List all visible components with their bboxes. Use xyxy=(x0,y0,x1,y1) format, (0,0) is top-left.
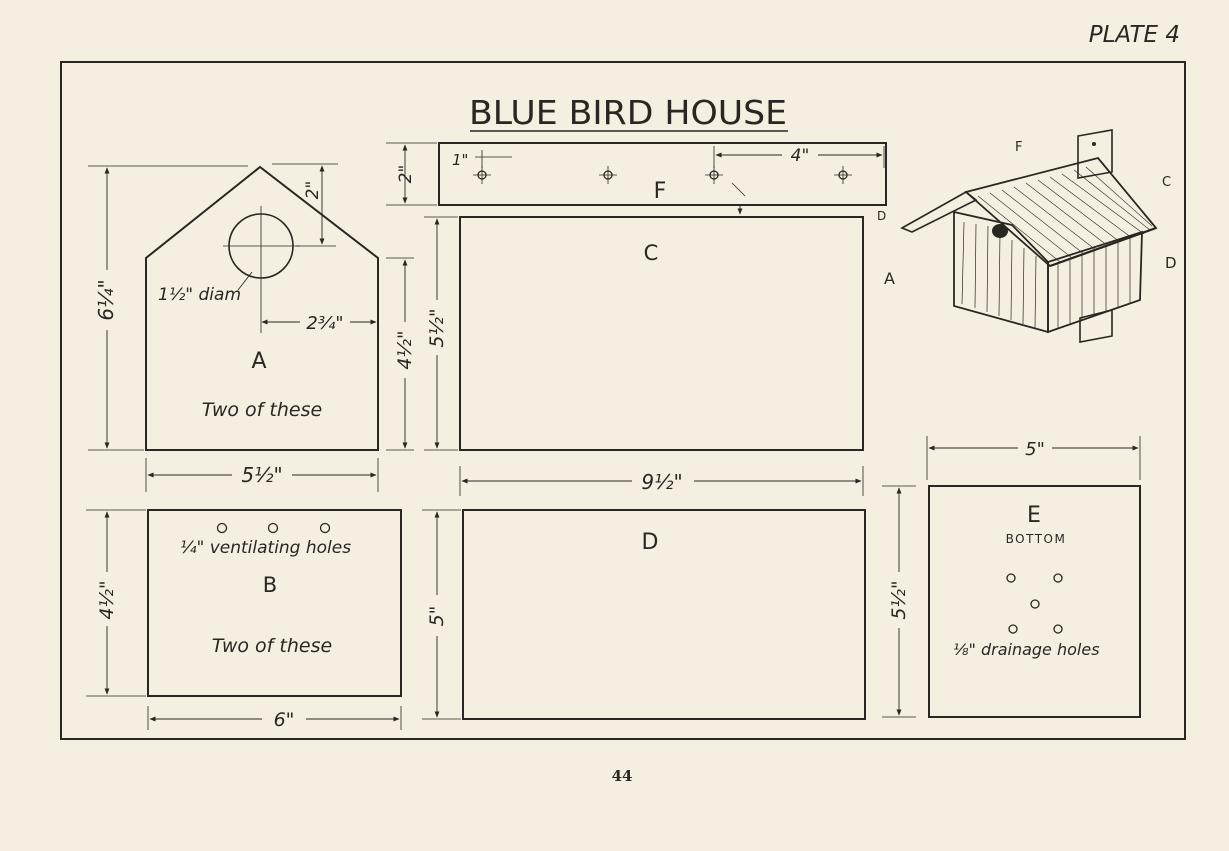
drainage-hole xyxy=(1053,573,1063,583)
plate-label: PLATE 4 xyxy=(1089,22,1180,48)
part-c-outline xyxy=(459,216,864,451)
ventilating-hole xyxy=(267,522,279,534)
sketch-label-a: A xyxy=(884,269,895,288)
post-screw xyxy=(1092,142,1096,146)
dim-f-spacing: 4" xyxy=(791,146,810,166)
drainage-holes-label: ⅛" drainage holes xyxy=(953,640,1100,659)
roof-eave xyxy=(900,191,978,233)
front-wall xyxy=(1047,230,1143,334)
part-b-note: Two of these xyxy=(212,635,332,657)
part-f-outline xyxy=(438,142,887,206)
part-a: 1½" diam 2¾" 2" A Two of these 6¼" 4½" 5… xyxy=(88,163,416,492)
ventilating-holes-label: ¼" ventilating holes xyxy=(180,538,351,558)
drainage-hole xyxy=(1053,624,1063,634)
roof-edge xyxy=(1049,226,1157,268)
dim-f-end: 1" xyxy=(452,151,468,169)
dim-a-width: 5½" xyxy=(241,463,282,487)
sketch-label-f: F xyxy=(1015,140,1022,155)
birdhouse-sketch-icon xyxy=(900,129,1158,343)
wood-grain xyxy=(961,221,1131,329)
dim-e-height: 5½" xyxy=(888,580,910,619)
drainage-hole xyxy=(1008,624,1018,634)
dim-hole-side: 2¾" xyxy=(306,313,343,334)
sketch-entrance-hole xyxy=(992,224,1008,238)
dim-c-width: 9½" xyxy=(641,470,682,494)
dim-b-width: 6" xyxy=(274,709,295,731)
hole-leader xyxy=(237,271,253,291)
part-a-outline xyxy=(145,165,379,451)
hole-diameter-label: 1½" diam xyxy=(158,285,241,305)
roof-shingles xyxy=(977,166,1153,263)
plate-title: BLUE BIRD HOUSE xyxy=(469,93,787,132)
part-a-note: Two of these xyxy=(202,399,322,421)
dim-a-height: 6¼" xyxy=(94,279,118,320)
screw-hole xyxy=(473,166,491,184)
part-d-outline xyxy=(462,509,866,720)
drainage-hole xyxy=(1006,573,1016,583)
sketch-label-d-top: D xyxy=(877,209,886,223)
plate-frame xyxy=(60,61,1186,740)
part-c: C 5½" 9½" xyxy=(424,216,864,496)
part-d-letter: D xyxy=(642,530,659,555)
part-e-outline xyxy=(928,485,1141,718)
dim-c-height: 5½" xyxy=(426,308,448,347)
dim-f-leader xyxy=(731,182,746,197)
part-f: F 1" 4" 2" xyxy=(386,142,887,215)
dim-e-width: 5" xyxy=(1025,439,1045,460)
ventilating-hole xyxy=(319,522,331,534)
screw-hole xyxy=(705,166,723,184)
part-d: D 5" xyxy=(422,509,866,720)
part-c-letter: C xyxy=(644,241,659,265)
part-b: ¼" ventilating holes B Two of these 4½" … xyxy=(86,509,402,731)
dim-hole-top: 2" xyxy=(303,181,323,200)
dim-d-height: 5" xyxy=(426,606,448,627)
part-a-letter: A xyxy=(251,349,266,374)
part-b-letter: B xyxy=(263,573,277,597)
part-f-letter: F xyxy=(654,179,667,204)
drainage-hole xyxy=(1030,599,1040,609)
sketch-label-c: C xyxy=(1162,175,1171,190)
part-e-sublabel: BOTTOM xyxy=(1006,532,1067,546)
ventilating-hole xyxy=(216,522,228,534)
part-e: E BOTTOM ⅛" drainage holes 5" 5½" xyxy=(882,436,1141,718)
page-number: 44 xyxy=(612,767,633,785)
dim-f-height: 2" xyxy=(396,165,416,184)
part-b-outline xyxy=(147,509,402,697)
dim-a-side: 4½" xyxy=(394,330,416,369)
screw-hole xyxy=(599,166,617,184)
dim-b-height: 4½" xyxy=(96,580,118,619)
part-e-letter: E xyxy=(1027,503,1041,528)
sketch-label-d-right: D xyxy=(1165,254,1177,272)
screw-hole xyxy=(834,166,852,184)
back-post-top xyxy=(1077,129,1113,179)
